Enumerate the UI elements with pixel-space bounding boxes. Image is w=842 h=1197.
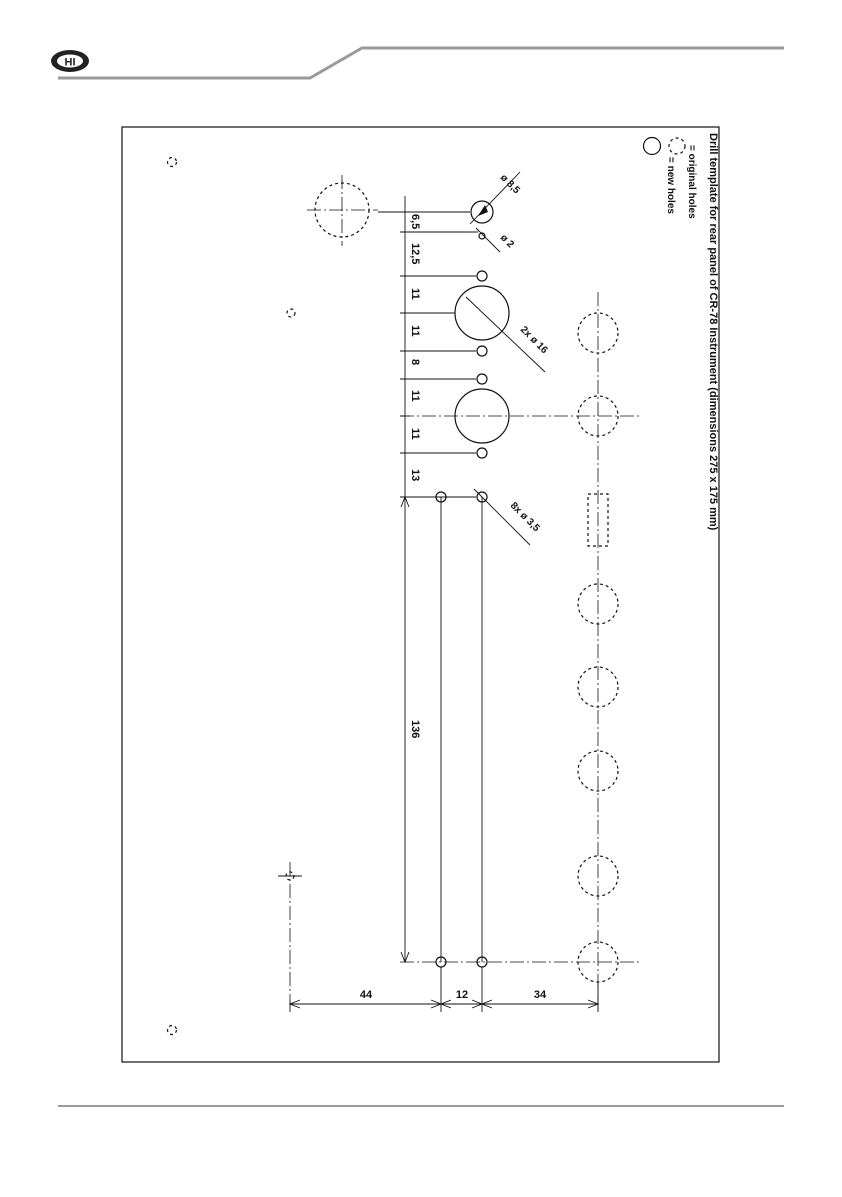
dim-label: 13 (409, 469, 421, 481)
dim-label: 12 (456, 989, 468, 1001)
small-original-hole (287, 309, 295, 317)
dim-label: 11 (409, 288, 421, 300)
vertical-dimension-labels: 6,5 12,5 11 11 8 11 11 13 136 (409, 214, 421, 738)
dim-label: 44 (360, 989, 373, 1001)
new-hole-3-5 (477, 346, 487, 356)
hi-logo-icon: HI (51, 50, 89, 72)
corner-hole (168, 1026, 177, 1035)
dim-label: 6,5 (409, 214, 421, 229)
page-header: HI (51, 48, 784, 78)
dim-label: 11 (409, 390, 421, 402)
legend-new-label: = new holes (665, 157, 676, 214)
corner-hole (168, 158, 177, 167)
header-rule (58, 48, 784, 78)
new-hole-3-5 (477, 374, 487, 384)
dim-label: 12,5 (409, 243, 421, 264)
callout-label: ø 2 (498, 232, 516, 250)
logo-letters: HI (65, 57, 76, 69)
dim-label: 8 (409, 359, 421, 365)
title-block: Drill template for rear panel of CR-78 I… (665, 133, 719, 531)
bottom-dimensions: 44 12 34 (290, 967, 598, 1012)
new-hole-16 (455, 286, 509, 340)
callouts: ø 8,5 ø 2 2x ø 16 8x ø 3,5 (466, 172, 550, 545)
callout-label: ø 8,5 (498, 172, 522, 196)
original-holes-column (578, 292, 618, 1012)
dim-label: 136 (409, 720, 421, 738)
legend-original-hole-icon (669, 138, 685, 154)
legend-new-hole-icon (644, 138, 661, 155)
dim-label: 11 (409, 325, 421, 337)
new-hole-3-5 (477, 448, 487, 458)
callout-label: 2x ø 16 (518, 324, 550, 356)
new-holes-column (436, 201, 509, 967)
dim-label: 34 (534, 989, 547, 1001)
drawing-frame (122, 127, 719, 1062)
callout-label: 8x ø 3,5 (508, 500, 542, 534)
new-hole-3-5 (477, 271, 487, 281)
drawing-title: Drill template for rear panel of CR-78 I… (707, 133, 719, 531)
extension-lines (378, 212, 478, 497)
dim-label: 11 (409, 428, 421, 440)
legend-original-label: = original holes (686, 145, 697, 219)
